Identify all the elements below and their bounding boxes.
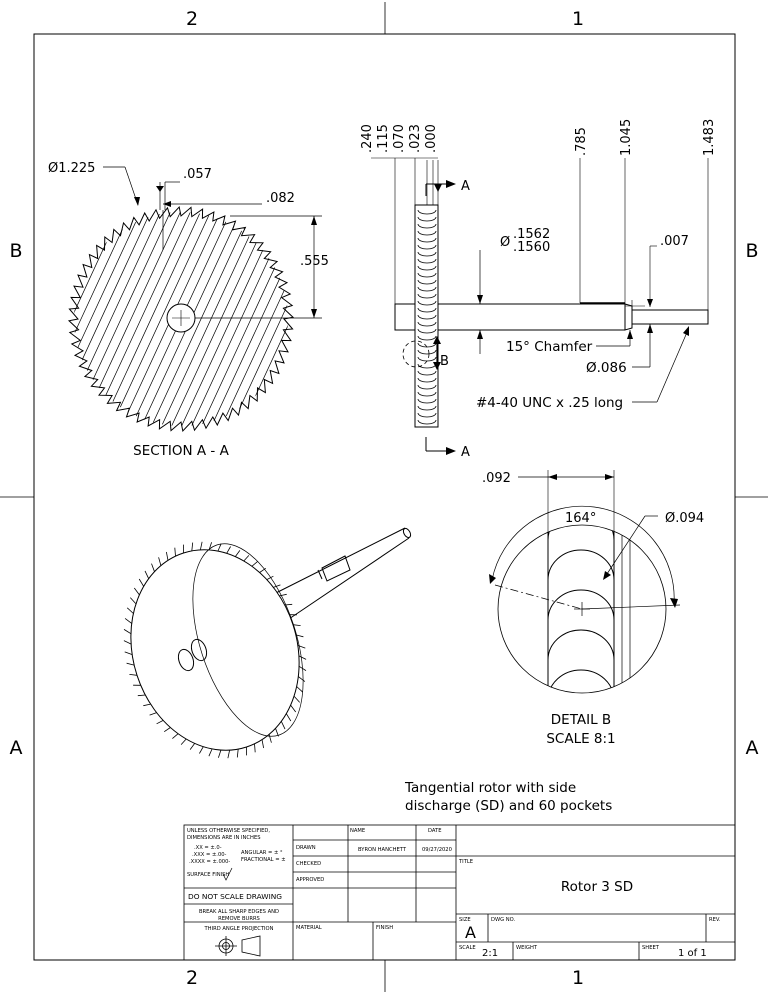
zone-top-left: 2 (186, 8, 198, 30)
tol-line-3: .XXXX = ±.000- (189, 859, 230, 865)
burrs-line-1: BREAK ALL SHARP EDGES AND (199, 909, 279, 915)
drawn-name: BYRON HANCHETT (358, 847, 407, 853)
section-a-label: SECTION A - A (133, 443, 229, 459)
dim-shaft-dia-lower: .1560 (513, 240, 550, 255)
dim-shaft-dia-prefix: Ø (500, 235, 510, 250)
rotor-disc-edge (414, 204, 439, 428)
weight-header: WEIGHT (516, 945, 538, 951)
fractional-tol: FRACTIONAL = ± (241, 857, 286, 863)
dim-164-angle: 164° (565, 511, 596, 526)
date-header: DATE (428, 828, 442, 834)
dim-785: .785 (574, 127, 589, 156)
section-mark-bottom: A (461, 445, 470, 460)
dim-092: .092 (482, 471, 511, 486)
finish-label: FINISH (376, 925, 393, 931)
sheet-header: SHEET (642, 945, 660, 951)
side-view: B A A .240.115.070.023.000 .785 1.045 1.… (360, 119, 717, 460)
thread-note: #4-40 UNC x .25 long (476, 395, 623, 411)
surface-finish: SURFACE FINISH (187, 872, 229, 878)
title-block (183, 824, 736, 961)
dim-shaft-dia-upper: .1562 (513, 227, 550, 242)
iso-rotor-face (130, 549, 300, 751)
rotor-teeth-outline (67, 205, 295, 433)
checked-label: CHECKED (296, 861, 321, 867)
zone-right-upper: B (745, 240, 758, 262)
chamfer-note: 15° Chamfer (506, 339, 593, 355)
isometric-view (123, 527, 412, 759)
angular-tol: ANGULAR = ± ° (241, 850, 283, 856)
drawn-date: 09/27/2020 (422, 847, 452, 853)
title-header: TITLE (458, 859, 473, 865)
section-mark-top: A (461, 179, 470, 194)
tol-line-1: .XX = ±.0- (194, 845, 222, 851)
zone-right-lower: A (746, 737, 759, 759)
shaft-left-stub (394, 303, 416, 331)
detail-b-mark: B (440, 354, 449, 369)
approved-label: APPROVED (296, 877, 324, 883)
spec-line-1: UNLESS OTHERWISE SPECIFIED, (187, 828, 270, 834)
dim-057: .057 (183, 167, 212, 182)
sheet-value: 1 of 1 (678, 948, 707, 959)
surface-finish-symbol (222, 867, 233, 881)
zone-left-lower: A (10, 737, 23, 759)
drawing-title: Rotor 3 SD (561, 879, 633, 895)
zone-left-upper: B (9, 240, 22, 262)
iso-hole-2 (190, 638, 208, 662)
projection-label: THIRD ANGLE PROJECTION (203, 926, 273, 932)
name-header: NAME (350, 828, 365, 834)
detail-b-view: 164° .092 Ø.094 DETAIL B SCALE 8:1 (482, 470, 704, 747)
threaded-end (631, 309, 709, 325)
drawn-label: DRAWN (296, 845, 316, 851)
title-block-text: UNLESS OTHERWISE SPECIFIED, DIMENSIONS A… (187, 828, 721, 959)
note-line-1: Tangential rotor with side (404, 780, 576, 796)
stack-dim-4: .000 (424, 124, 439, 153)
dim-082: .082 (266, 191, 295, 206)
stack-dim-0: .240 (360, 124, 375, 153)
size-header: SIZE (459, 917, 471, 923)
size-value: A (465, 923, 476, 942)
iso-hole-1 (177, 648, 195, 672)
spec-line-2: DIMENSIONS ARE IN INCHES (187, 835, 261, 841)
scale-value: 2:1 (482, 948, 498, 959)
third-angle-projection-icon (215, 935, 261, 957)
drawing-border (33, 33, 736, 961)
material-label: MATERIAL (296, 925, 322, 931)
zone-bottom-right: 1 (572, 967, 584, 989)
detail-b-label: DETAIL B (551, 712, 611, 728)
dim-1045: 1.045 (619, 119, 634, 156)
note-line-2: discharge (SD) and 60 pockets (405, 798, 612, 814)
stack-dim-2: .070 (392, 124, 407, 153)
dim-086: Ø.086 (586, 360, 627, 376)
dim-555: .555 (300, 254, 329, 269)
dwg-no-header: DWG NO. (491, 917, 516, 923)
do-not-scale: DO NOT SCALE DRAWING (188, 892, 282, 901)
dim-007: .007 (660, 234, 689, 249)
stack-dim-1: .115 (376, 124, 391, 153)
dim-diameter-1225: Ø1.225 (48, 161, 95, 176)
detail-b-scale: SCALE 8:1 (546, 731, 615, 747)
dim-1483: 1.483 (702, 119, 717, 156)
rev-header: REV. (709, 917, 721, 923)
zone-bottom-left: 2 (186, 967, 198, 989)
burrs-line-2: REMOVE BURRS (218, 916, 260, 922)
tol-line-2: .XXX = ±.00- (192, 852, 227, 858)
stack-dim-3: .023 (408, 124, 423, 153)
dim-094: Ø.094 (665, 511, 704, 526)
zone-top-right: 1 (572, 8, 584, 30)
scale-header: SCALE (459, 945, 476, 951)
